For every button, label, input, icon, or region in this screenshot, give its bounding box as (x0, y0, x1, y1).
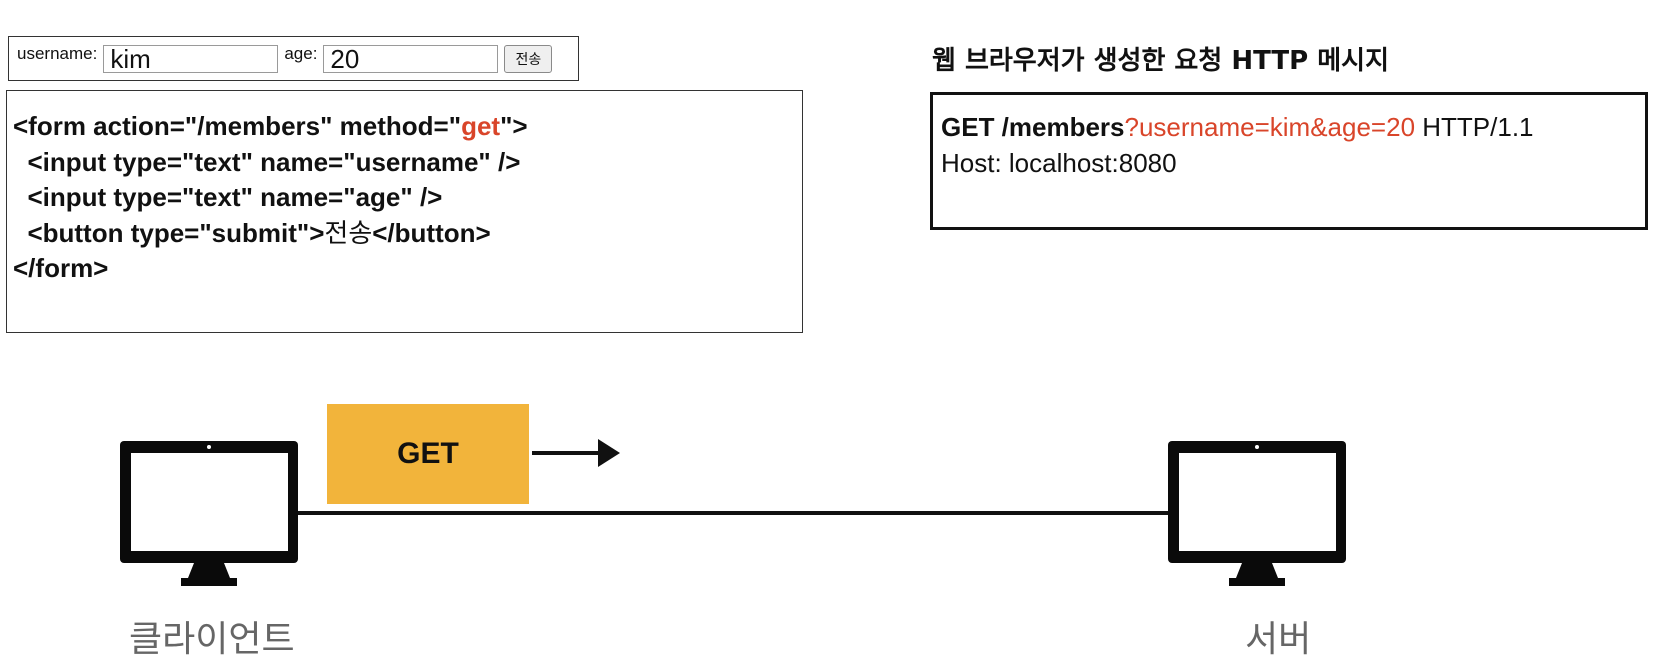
username-label: username: (17, 43, 98, 63)
request-line: GET /members?username=kim&age=20 HTTP/1.… (941, 112, 1534, 142)
form-source-code: <form action="/members" method="get"> <i… (6, 90, 803, 333)
rendered-form: username: kim age: 20 전송 (8, 36, 579, 81)
username-input[interactable]: kim (103, 44, 279, 73)
code-line-4: <button type="submit">전송</button> (13, 217, 491, 248)
code-line-2: <input type="text" name="username" /> (13, 146, 521, 177)
server-label: 서버 (1245, 619, 1312, 660)
get-request-badge: GET (327, 404, 529, 504)
code-line-5: </form> (13, 253, 109, 283)
host-header: Host: localhost:8080 (941, 148, 1177, 178)
code-line-1: <form action="/members" method="get"> (13, 111, 528, 141)
message-title: 웹 브라우저가 생성한 요청 HTTP 메시지 (932, 46, 1390, 76)
age-input[interactable]: 20 (323, 44, 499, 73)
client-monitor-icon (120, 441, 298, 586)
code-line-3: <input type="text" name="age" /> (13, 182, 443, 212)
age-label: age: (284, 43, 318, 63)
server-monitor-icon (1168, 441, 1346, 586)
submit-button[interactable]: 전송 (504, 44, 553, 73)
client-label: 클라이언트 (129, 619, 295, 660)
http-request-message: GET /members?username=kim&age=20 HTTP/1.… (930, 92, 1648, 230)
arrow-right-icon (532, 439, 620, 467)
